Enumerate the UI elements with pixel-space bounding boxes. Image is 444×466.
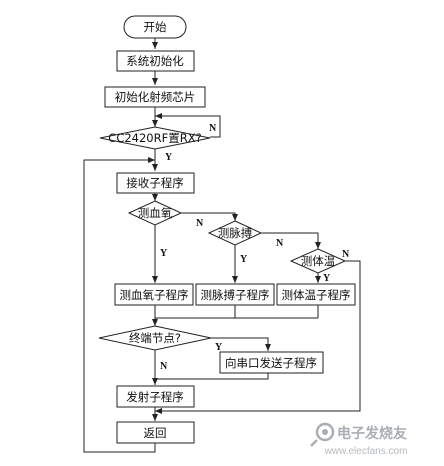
label-pulse-no: N [276,238,284,249]
terminal-label: 终端节点? [129,331,181,345]
temp-proc-label: 测体温子程序 [282,288,351,302]
node-spo2-proc: 测血氧子程序 [114,283,194,306]
cc2420-label: CC2420RF置RX? [108,131,201,145]
label-spo2-yes: Y [160,248,168,259]
edge-terminal-yes [211,337,271,351]
node-receive: 接收子程序 [116,172,195,194]
edge-labels: N Y Y N Y N Y N Y N [160,123,350,372]
start-label: 开始 [144,20,167,34]
node-return: 返回 [116,421,195,444]
label-cc2420-no: N [209,123,217,134]
return-label: 返回 [144,426,167,440]
spo2-check-label: 测血氧 [138,206,173,220]
label-pulse-yes: Y [240,254,248,265]
label-temp-yes: Y [323,273,331,284]
pulse-check-label: 测脉搏 [218,226,253,240]
watermark: 电子发烧友 www.elecfans.com [310,422,408,457]
node-system-init: 系统初始化 [116,50,195,72]
label-terminal-yes: Y [215,342,223,353]
decision-terminal: 终端节点? [98,325,212,351]
label-spo2-no: N [196,218,204,229]
label-cc2420-yes: Y [165,152,173,163]
system-init-label: 系统初始化 [126,54,184,68]
watermark-title: 电子发烧友 [337,425,407,442]
node-start: 开始 [123,15,187,39]
watermark-url: www.elecfans.com [324,446,408,457]
node-pulse-proc: 测脉搏子程序 [195,283,275,306]
decision-temp: 测体温 [289,248,347,274]
node-rf-init: 初始化射频芯片 [104,86,206,108]
decision-cc2420: CC2420RF置RX? [99,126,211,150]
receive-label: 接收子程序 [126,176,184,190]
decision-spo2: 测血氧 [127,200,183,226]
node-send: 发射子程序 [116,385,195,408]
node-temp-proc: 测体温子程序 [276,283,356,306]
edge-pulse-no [261,232,321,249]
edge-return-loop [83,157,156,453]
edge-cc2420-no-loop [155,113,221,138]
send-label: 发射子程序 [126,390,184,404]
connectors [83,38,361,453]
serial-label: 向串口发送子程序 [225,356,317,370]
node-serial: 向串口发送子程序 [219,351,324,374]
spo2-proc-label: 测血氧子程序 [120,288,189,302]
watermark-logo-icon [310,422,335,447]
rf-init-label: 初始化射频芯片 [115,90,196,104]
label-terminal-no: N [160,361,168,372]
edge-serial-to-send [155,373,269,380]
pulse-proc-label: 测脉搏子程序 [201,288,270,302]
label-temp-no: N [342,249,350,260]
edge-spo2-no [181,212,238,221]
decision-pulse: 测脉搏 [207,220,263,246]
temp-check-label: 测体温 [301,254,336,268]
edge-temp-no [155,260,361,414]
